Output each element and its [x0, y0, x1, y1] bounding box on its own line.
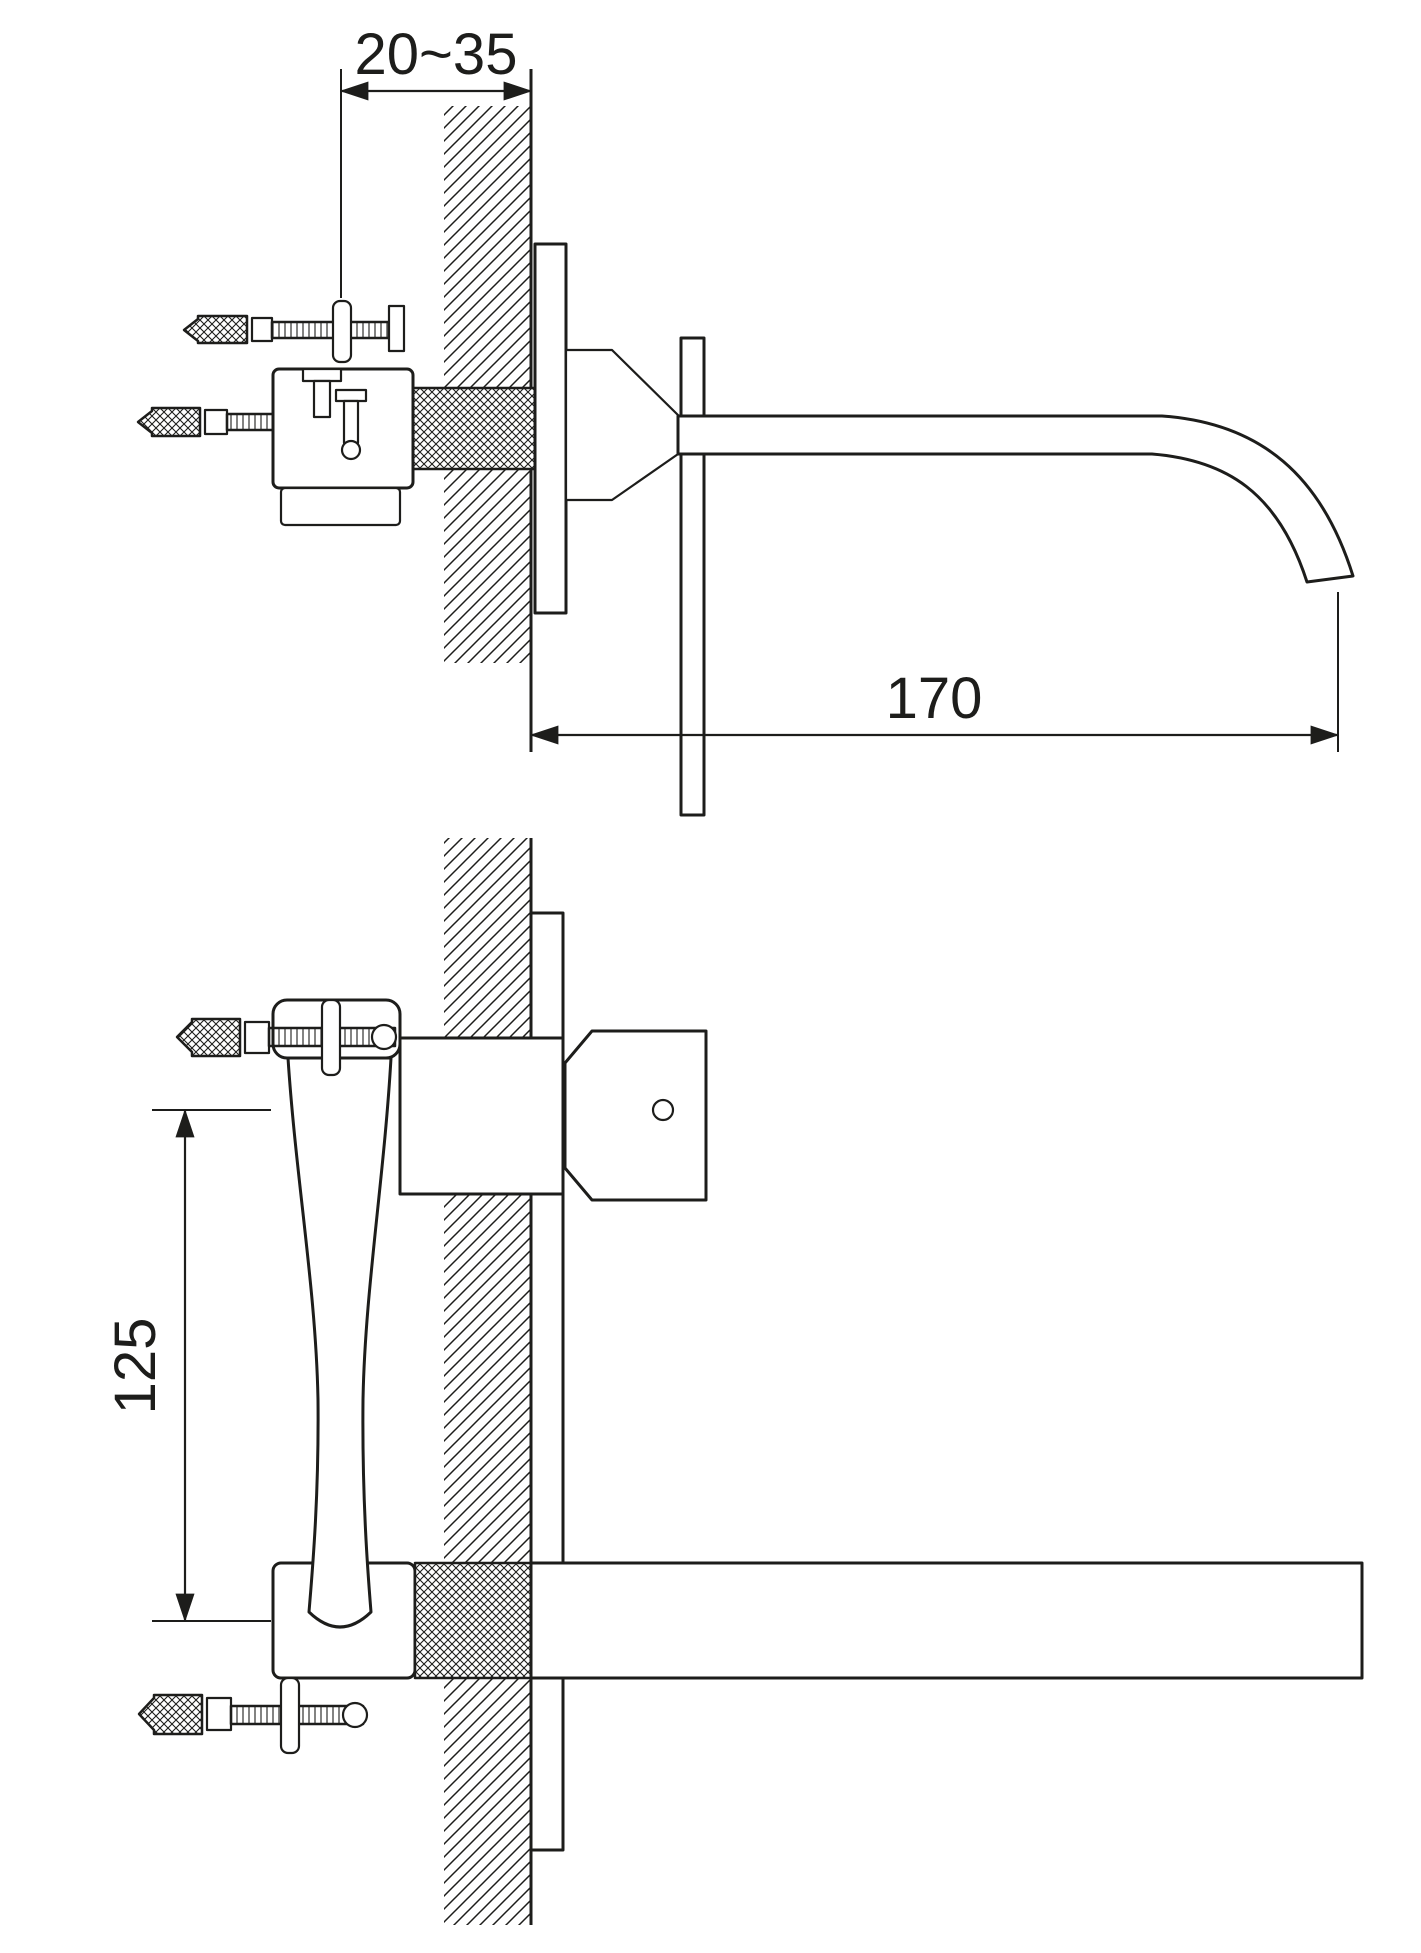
- spout-curved-profile: [676, 414, 1355, 584]
- anchor-nut: [205, 1696, 233, 1732]
- valve-body-step: [279, 486, 402, 527]
- toggle-bar: [279, 1676, 301, 1755]
- dimension-spout-reach: 170: [529, 592, 1340, 752]
- toggle-bar: [331, 299, 353, 364]
- dimension-center-distance: 125: [103, 1108, 271, 1623]
- wall-anchor-icon: [137, 1693, 204, 1736]
- dimension-label: 125: [103, 1318, 168, 1415]
- set-screw-shaft: [342, 399, 360, 445]
- threaded-shank: [411, 386, 537, 471]
- clamp-plate: [387, 304, 406, 353]
- dimension-label: 20~35: [355, 22, 518, 87]
- set-screw-hole: [651, 1098, 675, 1122]
- wall-section-hatch: [444, 106, 531, 663]
- mounting-screw-upper: [175, 998, 398, 1077]
- dimension-label: 170: [886, 666, 983, 731]
- set-screw-head: [340, 439, 362, 461]
- set-screw-cap: [334, 388, 368, 403]
- valve-cartridge-housing: [398, 1036, 565, 1196]
- threaded-rod: [225, 412, 275, 432]
- wall-flange-plate: [533, 242, 568, 615]
- spout-base-cone: [564, 348, 683, 502]
- screw-head: [370, 1023, 398, 1051]
- wall-anchor-icon: [136, 406, 202, 438]
- escutcheon-plate-edge: [679, 336, 706, 817]
- connecting-body-taper: [286, 1056, 393, 1629]
- body-set-screws: [301, 367, 368, 461]
- spout-straight-profile: [529, 1561, 1364, 1680]
- wall-anchor-icon: [182, 314, 249, 345]
- anchor-nut: [250, 316, 274, 343]
- mounting-screw-lower: [136, 406, 275, 438]
- anchor-nut: [243, 1020, 271, 1055]
- dimension-depth-range: 20~35: [339, 22, 533, 298]
- wall-anchor-icon: [175, 1017, 242, 1058]
- toggle-bar: [320, 998, 342, 1077]
- threaded-rod: [270, 320, 391, 340]
- mounting-screw-lower: [137, 1676, 369, 1755]
- wall-section-hatch: [444, 838, 531, 1925]
- set-screw-cap: [301, 367, 343, 383]
- threaded-shank: [413, 1561, 533, 1680]
- valve-trim-cover: [563, 1029, 708, 1202]
- set-screw-shaft: [312, 379, 332, 419]
- mounting-screw-upper: [182, 299, 406, 364]
- anchor-nut: [203, 408, 229, 436]
- screw-head: [341, 1701, 369, 1729]
- assembly-view: 125: [103, 838, 1364, 1925]
- side-view: 20~35 170: [136, 22, 1355, 817]
